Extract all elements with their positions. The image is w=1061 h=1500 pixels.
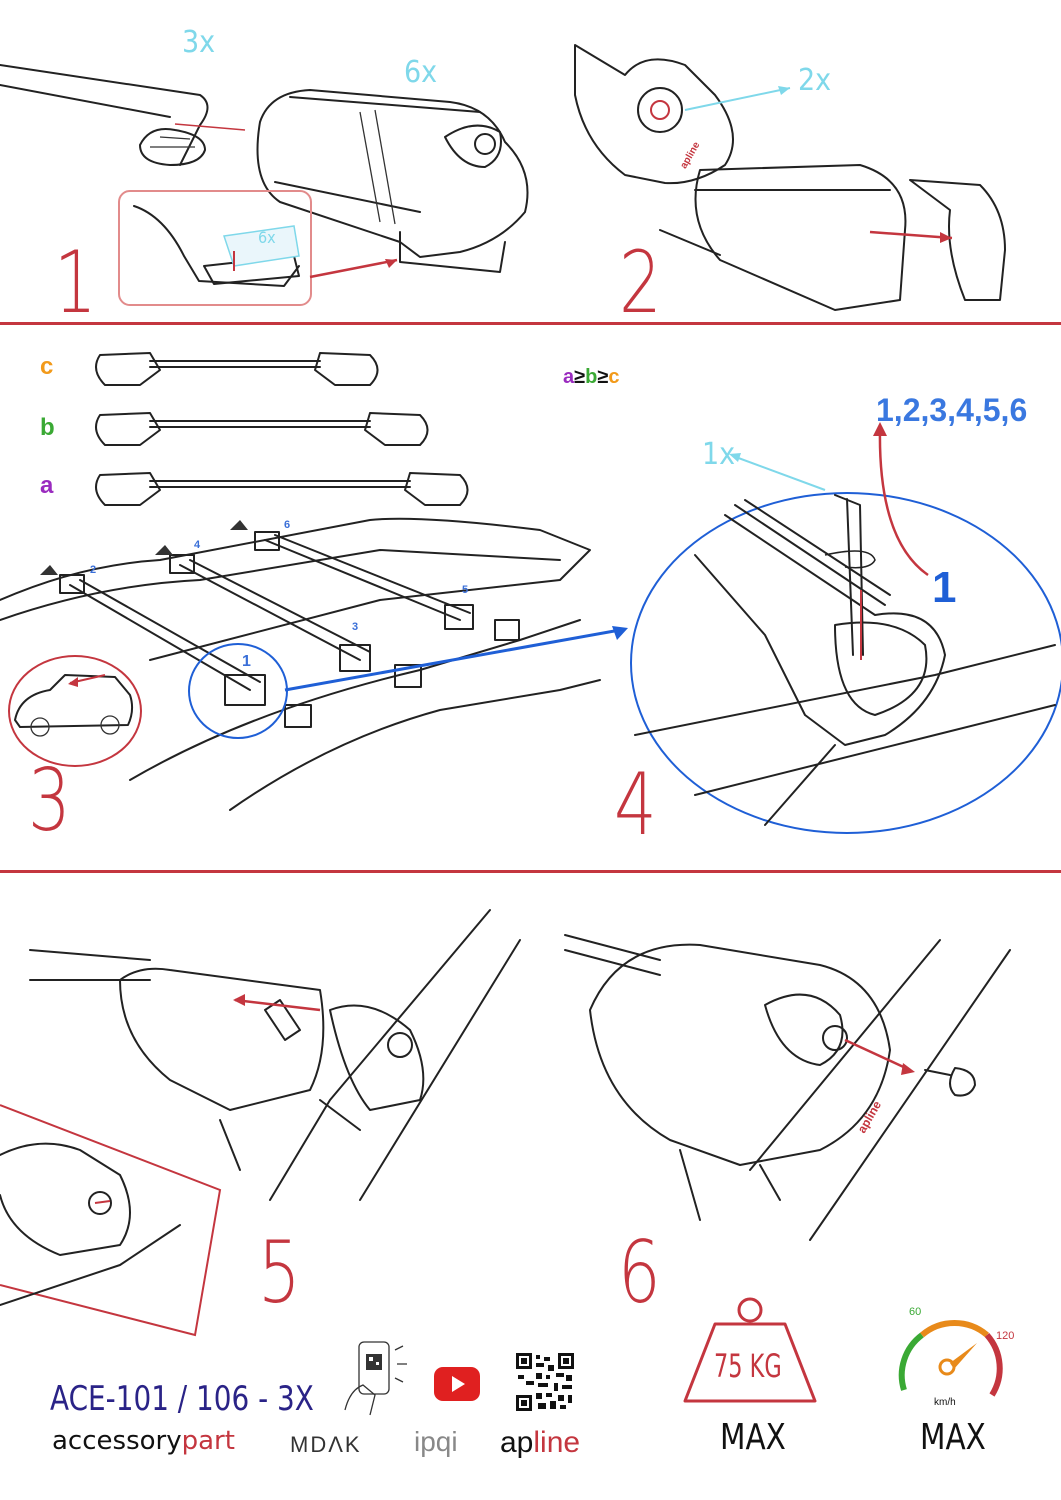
hex-key-tightening-illustration xyxy=(634,494,1056,826)
hex-key-arrow xyxy=(729,453,826,491)
locked-cap-inset xyxy=(0,1104,222,1337)
order-rule: a≥b≥c xyxy=(563,366,619,389)
step-number-5: 5 xyxy=(258,1223,301,1323)
bar-a-illustration xyxy=(95,472,469,506)
key-arrow xyxy=(684,86,791,111)
speed-high-label: 120 xyxy=(996,1330,1015,1342)
position-label-6: 6 xyxy=(284,519,291,531)
foot-quantity: 6x xyxy=(404,55,438,90)
position-label-2: 2 xyxy=(90,564,97,576)
bar-quantity: 3x xyxy=(182,25,216,60)
speed-max-label: MAX xyxy=(920,1417,986,1458)
lock-foot-illustration xyxy=(574,44,734,185)
step-number-3: 3 xyxy=(28,751,71,851)
highlight-circle-small xyxy=(188,643,288,739)
car-illustration xyxy=(14,674,134,737)
inset-pointer-arrow xyxy=(309,258,398,279)
section-divider-top xyxy=(0,322,1061,325)
sequence-arrow xyxy=(873,422,929,577)
brand-accessorypart: accessorypart xyxy=(52,1428,235,1454)
bar-b-illustration xyxy=(95,412,429,446)
foot-cap-removal-illustration xyxy=(659,164,1006,311)
youtube-icon xyxy=(434,1367,480,1401)
qr-code-icon xyxy=(516,1353,574,1411)
section-divider-bottom xyxy=(0,870,1061,873)
speed-low-label: 60 xyxy=(909,1306,922,1318)
order-rule-ge-2: ≥ xyxy=(597,366,609,388)
detail-inset xyxy=(118,190,312,306)
pad-detail-illustration xyxy=(133,205,300,287)
speedometer-icon xyxy=(898,1320,1003,1397)
phone-scan-icon xyxy=(344,1341,407,1416)
brand-accessory-text: accessory xyxy=(52,1426,182,1456)
bar-label-a: a xyxy=(40,472,54,499)
brand-part-text: part xyxy=(181,1426,235,1456)
brand-ap-text: ap xyxy=(500,1426,534,1459)
bar-label-c: c xyxy=(40,353,54,380)
weight-icon xyxy=(683,1297,817,1403)
first-bolt-marker: 1 xyxy=(932,563,957,612)
bar-c-illustration xyxy=(95,352,379,386)
foot-illustration xyxy=(256,89,529,273)
insert-arrow xyxy=(174,123,246,131)
lock-quantity: 2x xyxy=(798,63,832,98)
bar-label-b: b xyxy=(40,414,55,441)
order-rule-c: c xyxy=(608,366,620,388)
zoom-detail-circle xyxy=(630,492,1061,834)
brand-line-text: line xyxy=(533,1426,581,1459)
tightening-sequence-text: 1,2,3,4,5,6 xyxy=(876,392,1028,428)
order-rule-ge-1: ≥ xyxy=(574,366,586,388)
cap-refit-illustration xyxy=(29,909,521,1201)
tightening-sequence: 1,2,3,4,5,6 xyxy=(876,394,1027,426)
weight-max-label: MAX xyxy=(720,1417,786,1458)
key-removal-illustration xyxy=(564,934,1011,1241)
position-label-3: 3 xyxy=(352,621,359,633)
step-number-1: 1 xyxy=(54,233,97,333)
step-number-4: 4 xyxy=(614,755,657,855)
crossbar-illustration xyxy=(0,64,209,166)
brand-ipqi: ipqi xyxy=(414,1426,458,1457)
zoom-arrow xyxy=(284,626,628,692)
step-number-6: 6 xyxy=(618,1223,661,1323)
weight-label: 75 KG xyxy=(714,1347,782,1385)
speed-unit-label: km/h xyxy=(934,1397,956,1408)
order-rule-b: b xyxy=(585,366,598,388)
brand-apline: apline xyxy=(500,1428,580,1458)
pad-quantity: 6x xyxy=(258,228,276,247)
position-label-4: 4 xyxy=(194,539,201,551)
brand-mdak: MDΛK xyxy=(290,1432,362,1457)
order-rule-a: a xyxy=(563,366,575,388)
step-number-2: 2 xyxy=(619,233,662,333)
car-inset-circle xyxy=(8,655,142,767)
model-number: ACE-101 / 106 - 3X xyxy=(50,1379,314,1419)
position-label-5: 5 xyxy=(462,584,469,596)
